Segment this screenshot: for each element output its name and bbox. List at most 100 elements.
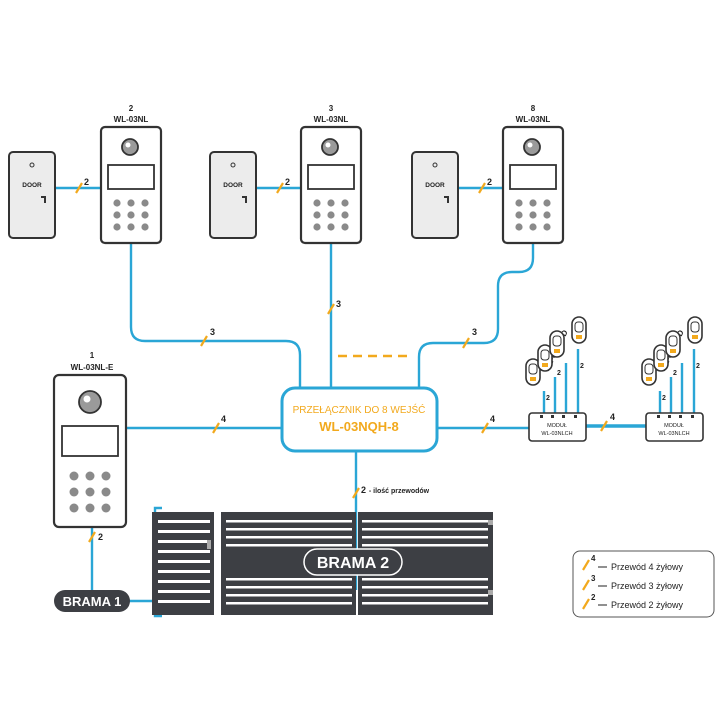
keypad-key — [313, 223, 321, 231]
gate-slats — [226, 520, 488, 605]
wire-count-door2: 2 — [84, 177, 89, 187]
panel-screen — [307, 164, 355, 190]
door-handle-icon — [444, 196, 449, 203]
keypad-key — [327, 211, 335, 219]
panel-model: WL-03NL — [114, 115, 149, 124]
handset-screen — [656, 349, 666, 361]
wire-tick — [462, 337, 470, 349]
door-handle-icon — [41, 196, 46, 203]
panel-number: 8 — [531, 104, 536, 113]
keypad-key — [327, 199, 335, 207]
keypad-key — [543, 199, 551, 207]
module-terminal — [574, 415, 577, 418]
legend-count: 2 — [591, 593, 596, 602]
switch-title: PRZEŁĄCZNIK DO 8 WEJŚĆ — [293, 403, 426, 416]
handset — [537, 344, 553, 372]
keypad-key — [543, 211, 551, 219]
gate-slat — [226, 578, 352, 581]
handset-screen — [528, 363, 538, 375]
module-terminal — [540, 415, 543, 418]
legend-row-3: 3 Przewód 3 żyłowy — [582, 574, 684, 591]
module-body — [528, 412, 587, 442]
handset-wire-count: 2 — [580, 363, 584, 370]
gate-hinge-icon — [488, 590, 493, 595]
legend-count: 3 — [591, 574, 596, 583]
module-terminal — [562, 415, 565, 418]
handset-button — [530, 377, 536, 381]
door-label: DOOR — [425, 182, 445, 189]
wicket-slat — [158, 580, 210, 583]
module-caption: MODUŁ — [547, 423, 567, 429]
door-label: DOOR — [22, 182, 42, 189]
handset-body — [549, 330, 565, 358]
panel-screen — [61, 425, 119, 457]
keypad-key — [327, 223, 335, 231]
legend: 4 Przewód 4 żyłowy 3 Przewód 3 żyłowy 2 … — [572, 550, 715, 618]
wire-tick — [75, 182, 83, 194]
keypad-key — [515, 223, 523, 231]
keypad-key — [69, 471, 79, 481]
handset-button — [692, 335, 698, 339]
keypad-key — [341, 223, 349, 231]
gate-slat — [362, 536, 488, 539]
door-handle-icon — [242, 196, 247, 203]
gate-slat — [226, 586, 352, 589]
handset — [641, 358, 657, 386]
legend-tick — [582, 598, 590, 610]
legend-box — [572, 550, 715, 618]
keypad-key — [85, 503, 95, 513]
module-terminal — [551, 415, 554, 418]
module-2: MODUŁ WL-03NLCH — [645, 412, 704, 442]
brama1-label: BRAMA 1 — [63, 594, 122, 609]
brama1-badge: BRAMA 1 — [54, 590, 130, 612]
panel-number: 2 — [129, 104, 134, 113]
camera-lens-glint — [125, 142, 131, 148]
gate-slat — [362, 528, 488, 531]
door-box — [209, 151, 257, 239]
wicket-frame — [152, 512, 214, 615]
handset-wire-count: 2 — [546, 395, 550, 402]
keypad-key — [85, 487, 95, 497]
handset — [571, 316, 587, 344]
camera-icon — [78, 390, 102, 414]
brama2-label: BRAMA 2 — [317, 555, 389, 572]
wicket-slat — [158, 520, 210, 523]
gate-hinge-icon — [488, 520, 493, 525]
wicket-gate — [152, 512, 214, 615]
panel-model: WL-03NL — [314, 115, 349, 124]
switch-body — [280, 386, 439, 453]
legend-tick — [582, 559, 590, 571]
handset — [687, 316, 703, 344]
brama2-badge: BRAMA 2 — [303, 548, 403, 576]
wire-tick — [327, 303, 335, 315]
wire-count-panel8: 3 — [472, 327, 477, 337]
wire-tick — [200, 335, 208, 347]
camera-lens-glint — [325, 142, 331, 148]
keypad-key — [341, 199, 349, 207]
keypad-key — [141, 199, 149, 207]
panel-screen — [509, 164, 557, 190]
legend-row-2: 2 Przewód 2 żyłowy — [582, 593, 684, 610]
handset-body — [687, 316, 703, 344]
door-lock-3: DOOR — [209, 151, 257, 239]
gate-slat — [226, 536, 352, 539]
door-box — [8, 151, 56, 239]
camera-icon — [121, 138, 139, 156]
gate-slat — [226, 594, 352, 597]
gate-slat — [362, 544, 488, 547]
wicket-slat — [158, 590, 210, 593]
gate-slat — [362, 602, 488, 605]
wicket-slat — [158, 530, 210, 533]
panel-model: WL-03NL — [516, 115, 551, 124]
wicket-slat — [158, 570, 210, 573]
wire-tick — [276, 182, 284, 194]
handset-wire-count: 2 — [557, 370, 561, 377]
camera-lens-glint — [527, 142, 533, 148]
module-terminal — [657, 415, 660, 418]
keypad-key — [101, 471, 111, 481]
wicket-slats — [158, 520, 210, 603]
wire-count-door3: 2 — [285, 177, 290, 187]
outdoor-panel-1: 1 WL-03NL-E — [52, 351, 128, 529]
wire-count-module1: 4 — [490, 414, 495, 424]
